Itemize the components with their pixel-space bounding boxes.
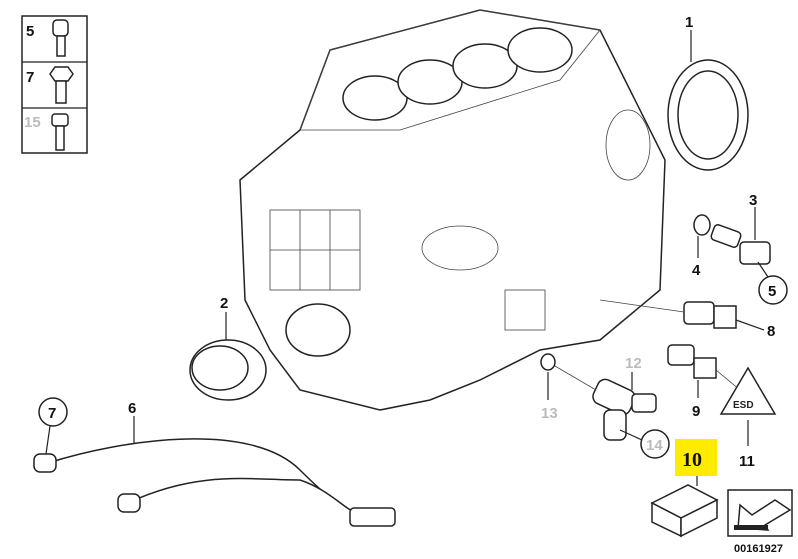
callout-9: 9 [692, 403, 700, 420]
hex-bolt-icon [49, 66, 74, 104]
oil-level-sensor [667, 344, 717, 379]
knock-sensor-harness [33, 438, 396, 527]
legend-number-7: 7 [26, 69, 34, 86]
callout-11: 11 [739, 453, 755, 470]
o-ring-4 [693, 214, 711, 236]
callout-3: 3 [749, 192, 757, 209]
fastener-legend: 5 7 15 [21, 15, 88, 154]
torx-bolt-icon [51, 113, 69, 151]
callout-7-circle [38, 397, 68, 427]
callout-1: 1 [685, 14, 693, 31]
solenoid-valve [592, 378, 657, 441]
callout-7: 7 [48, 405, 56, 422]
engine-block [239, 9, 666, 411]
o-ring-13 [540, 353, 556, 371]
legend-number-5: 5 [26, 23, 34, 40]
callout-8: 8 [767, 323, 775, 340]
callout-4: 4 [692, 262, 701, 279]
callout-6: 6 [128, 400, 136, 417]
oil-pressure-switch [683, 301, 737, 329]
callout-10-highlight [675, 439, 717, 476]
rear-crankshaft-seal [667, 59, 749, 171]
callout-5-circle [758, 275, 788, 305]
crankshaft-sensor [710, 224, 771, 265]
warning-label-icon: ESD [719, 366, 777, 415]
callout-14: 14 [646, 437, 663, 454]
callout-10: 10 [682, 449, 702, 471]
callout-12: 12 [625, 355, 642, 372]
legend-number-15: 15 [24, 114, 41, 131]
callout-2: 2 [220, 295, 228, 312]
diagram-id: 00161927 [734, 543, 783, 555]
socket-screw-icon [52, 19, 69, 57]
front-crankshaft-seal [189, 339, 267, 401]
callout-5: 5 [768, 283, 776, 300]
callout-13: 13 [541, 405, 558, 422]
reference-arrow-icon [727, 489, 793, 537]
svg-text:ESD: ESD [733, 400, 754, 411]
repair-kit-box-icon [650, 484, 719, 538]
callout-14-circle [640, 429, 670, 459]
